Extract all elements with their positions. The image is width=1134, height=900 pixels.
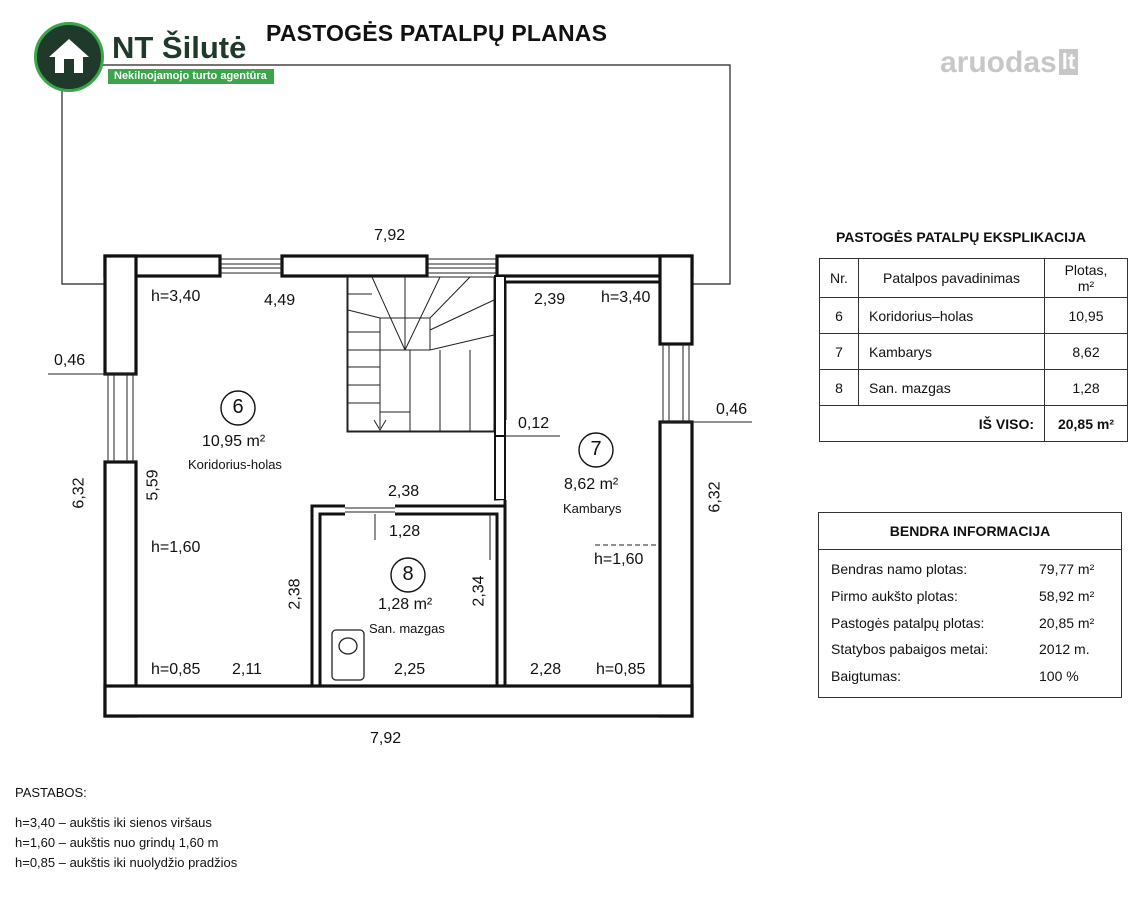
dim-bath-right: 2,34 (470, 575, 488, 607)
logo-tagline: Nekilnojamojo turto agentūra (108, 69, 274, 84)
height-room7-bottom: h=0,85 (596, 661, 646, 678)
room-8-marker (390, 557, 426, 593)
table-header-row: Nr. Patalpos pavadinimas Plotas, m² (819, 258, 1128, 298)
dim-bath-top: 2,38 (388, 483, 420, 500)
dim-hall-top: 4,49 (264, 292, 296, 309)
general-info-title: BENDRA INFORMACIJA (819, 513, 1121, 550)
explication-title: PASTOGĖS PATALPŲ EKSPLIKACIJA (836, 229, 1086, 245)
room-8-area: 1,28 m² (378, 596, 433, 613)
info-label: Bendras namo plotas: (831, 561, 968, 577)
dim-right-wall: 0,46 (716, 401, 748, 418)
table-row: 7 Kambarys 8,62 (819, 333, 1128, 370)
row-nr: 8 (819, 369, 859, 406)
info-value: 58,92 m² (1039, 587, 1095, 604)
room-7-name: Kambarys (563, 501, 622, 516)
row-name: Koridorius–holas (858, 297, 1045, 334)
room-6-name: Koridorius-holas (188, 457, 282, 472)
dim-left-wall: 0,46 (54, 352, 86, 369)
height-hall-mid: h=1,60 (151, 539, 201, 556)
info-label: Pirmo aukšto plotas: (831, 587, 958, 604)
row-name: Kambarys (858, 333, 1045, 370)
info-label: Baigtumas: (831, 668, 902, 685)
height-hall-bottom: h=0,85 (151, 661, 201, 678)
info-row: Statybos pabaigos metai: 2012 m. (819, 636, 1121, 663)
dim-bath-top-inner: 1,28 (389, 523, 421, 540)
dim-room7-top: 2,39 (534, 291, 566, 308)
row-nr: 7 (819, 333, 859, 370)
room-8-number: 8 (402, 563, 414, 585)
table-total-row: IŠ VISO: 20,85 m² (819, 405, 1128, 442)
notes-section: PASTABOS: h=3,40 – aukštis iki sienos vi… (15, 783, 237, 873)
room-7-number: 7 (590, 438, 602, 460)
logo-name: NT Šilutė (112, 30, 247, 65)
general-info-box: BENDRA INFORMACIJA Bendras namo plotas: … (818, 512, 1122, 698)
info-label: Statybos pabaigos metai: (831, 641, 989, 658)
info-row: Bendras namo plotas: 79,77 m² (819, 556, 1121, 583)
room-7-area: 8,62 m² (564, 476, 619, 493)
notes-title: PASTABOS: (15, 785, 87, 800)
row-nr: 6 (819, 297, 859, 334)
note-item: h=3,40 – aukštis iki sienos viršaus (15, 815, 212, 830)
header-name: Patalpos pavadinimas (858, 258, 1045, 298)
room-7-marker (578, 432, 614, 468)
row-name: San. mazgas (858, 369, 1045, 406)
room-6-marker (220, 390, 256, 426)
page-title: PASTOGĖS PATALPŲ PLANAS (266, 20, 608, 46)
header-area: Plotas, m² (1044, 258, 1128, 298)
logo-house-icon (34, 22, 104, 92)
room-6-number: 6 (232, 396, 244, 418)
watermark-tld: lt (1058, 49, 1079, 75)
dim-partition: 0,12 (518, 415, 550, 432)
watermark-name: aruodas (940, 46, 1057, 79)
total-label: IŠ VISO: (819, 405, 1045, 442)
height-room7-mid: h=1,60 (594, 551, 644, 568)
house-icon (49, 39, 89, 73)
dim-hall-height: 5,59 (144, 469, 162, 501)
info-value: 20,85 m² (1039, 614, 1095, 631)
note-item: h=0,85 – aukštis iki nuolydžio pradžios (15, 855, 238, 870)
room-6-area: 10,95 m² (202, 433, 266, 450)
dim-bath-left: 2,38 (286, 578, 304, 610)
dim-right-side: 6,32 (706, 481, 724, 513)
info-row: Baigtumas: 100 % (819, 663, 1121, 690)
info-value: 79,77 m² (1039, 561, 1095, 577)
dim-hall-bottom: 2,11 (232, 661, 262, 678)
dim-room7-bottom: 2,28 (530, 661, 562, 678)
info-row: Pastogės patalpų plotas: 20,85 m² (819, 610, 1121, 637)
dim-bottom-total: 7,92 (370, 730, 402, 747)
note-item: h=1,60 – aukštis nuo grindų 1,60 m (15, 835, 219, 850)
row-area: 8,62 (1044, 333, 1128, 370)
info-label: Pastogės patalpų plotas: (831, 614, 985, 631)
explication-table: Nr. Patalpos pavadinimas Plotas, m² 6 Ko… (819, 258, 1128, 442)
row-area: 1,28 (1044, 369, 1128, 406)
dim-top-total: 7,92 (374, 227, 406, 244)
table-row: 8 San. mazgas 1,28 (819, 369, 1128, 406)
total-value: 20,85 m² (1044, 405, 1128, 442)
table-row: 6 Koridorius–holas 10,95 (819, 297, 1128, 334)
height-room7-top: h=3,40 (601, 289, 651, 306)
row-area: 10,95 (1044, 297, 1128, 334)
height-hall-top: h=3,40 (151, 288, 201, 305)
dim-left-side: 6,32 (70, 477, 88, 509)
info-row: Pirmo aukšto plotas: 58,92 m² (819, 583, 1121, 610)
dim-bath-bottom: 2,25 (394, 661, 426, 678)
info-value: 2012 m. (1039, 641, 1090, 658)
room-8-name: San. mazgas (369, 621, 445, 636)
header-nr: Nr. (819, 258, 859, 298)
info-value: 100 % (1039, 668, 1079, 685)
